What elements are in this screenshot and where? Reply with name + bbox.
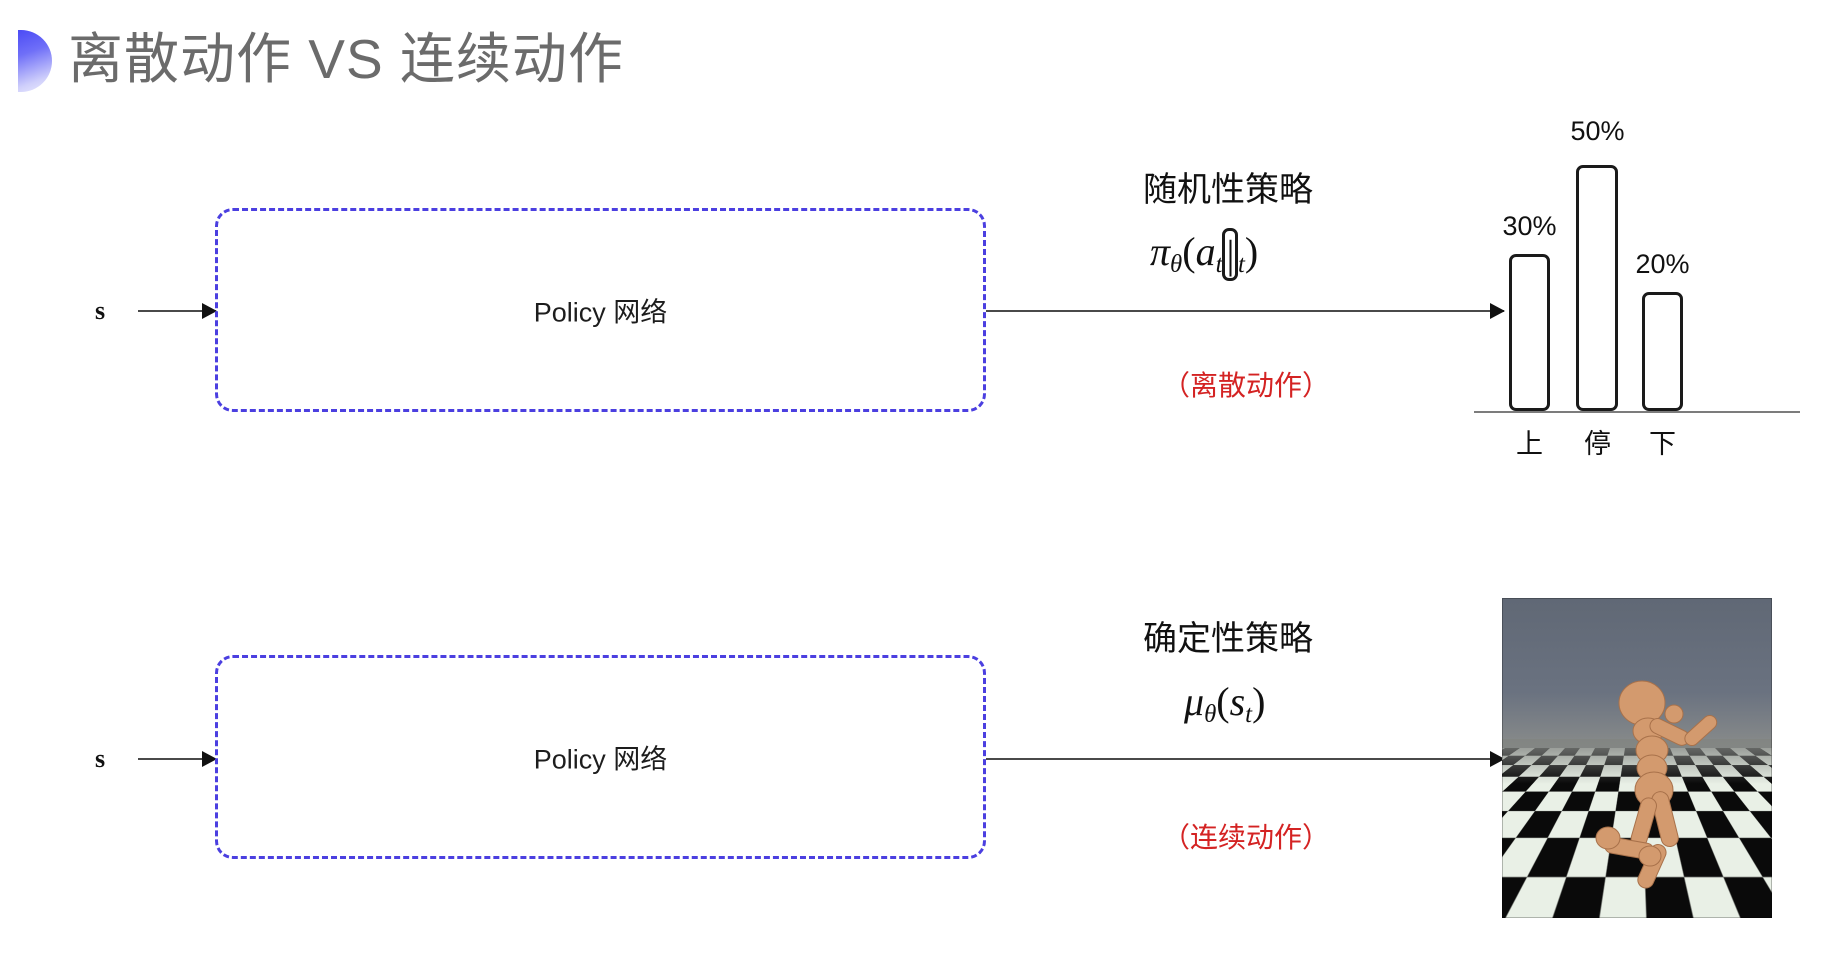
formula-head-sub: θ [1170, 250, 1183, 278]
simulation-image-border [1502, 598, 1772, 918]
action-note-continuous: （连续动作） [1162, 822, 1331, 853]
humanoid-simulation-image [1502, 598, 1772, 918]
action-probability-bar-chart: 30% 50% 20% 上 停 下 [1462, 110, 1808, 459]
state-input-label-bottom: s [95, 744, 106, 773]
chart-baseline-axis [1474, 411, 1800, 413]
formula-head: π [1150, 229, 1171, 274]
bar-value-stop: 50% [1570, 116, 1625, 146]
formula-open-paren: ( [1216, 679, 1230, 724]
bar-category-up: 上 [1516, 429, 1543, 459]
formula-head-sub: θ [1204, 700, 1217, 728]
state-input-label-top: s [95, 296, 106, 325]
formula-arg1-sub: t [1245, 700, 1253, 728]
formula-head: μ [1184, 679, 1205, 724]
bar-category-stop: 停 [1584, 429, 1611, 459]
policy-network-label: Policy 网络 [533, 297, 668, 328]
formula-arg1: a [1195, 229, 1216, 274]
formula-arg1-sub: t [1215, 250, 1223, 278]
output-arrow-top [986, 310, 1504, 312]
formula-arg1: s [1229, 679, 1246, 724]
bar-category-down: 下 [1649, 429, 1676, 459]
formula-close-paren: ) [1252, 679, 1266, 724]
bar-value-up: 30% [1502, 211, 1557, 241]
formula-close-paren: ) [1244, 229, 1259, 274]
bar-stop [1576, 165, 1618, 411]
bar-down [1642, 292, 1683, 411]
formula-stochastic-policy: πθ(at|st) [1150, 228, 1259, 281]
input-arrow-bottom [138, 758, 216, 760]
policy-kind-discrete: 随机性策略 [1143, 171, 1313, 209]
policy-network-box-continuous[interactable]: Policy 网络 [215, 655, 986, 859]
formula-conditional-bar: | [1222, 228, 1239, 281]
formula-open-paren: ( [1182, 229, 1196, 274]
output-arrow-bottom [986, 758, 1504, 760]
formula-arg2-sub: t [1238, 250, 1245, 278]
policy-network-label: Policy 网络 [533, 744, 668, 775]
bar-up [1509, 254, 1550, 411]
page-title: 离散动作 VS 连续动作 [68, 28, 624, 90]
input-arrow-top [138, 310, 216, 312]
title-bullet-icon [18, 30, 52, 92]
bar-value-down: 20% [1635, 249, 1690, 279]
policy-kind-continuous: 确定性策略 [1143, 620, 1313, 658]
formula-deterministic-policy: μθ(st) [1184, 678, 1266, 728]
policy-network-box-discrete[interactable]: Policy 网络 [215, 208, 986, 412]
action-note-discrete: （离散动作） [1162, 370, 1331, 401]
humanoid-figure-icon [1595, 680, 1718, 889]
